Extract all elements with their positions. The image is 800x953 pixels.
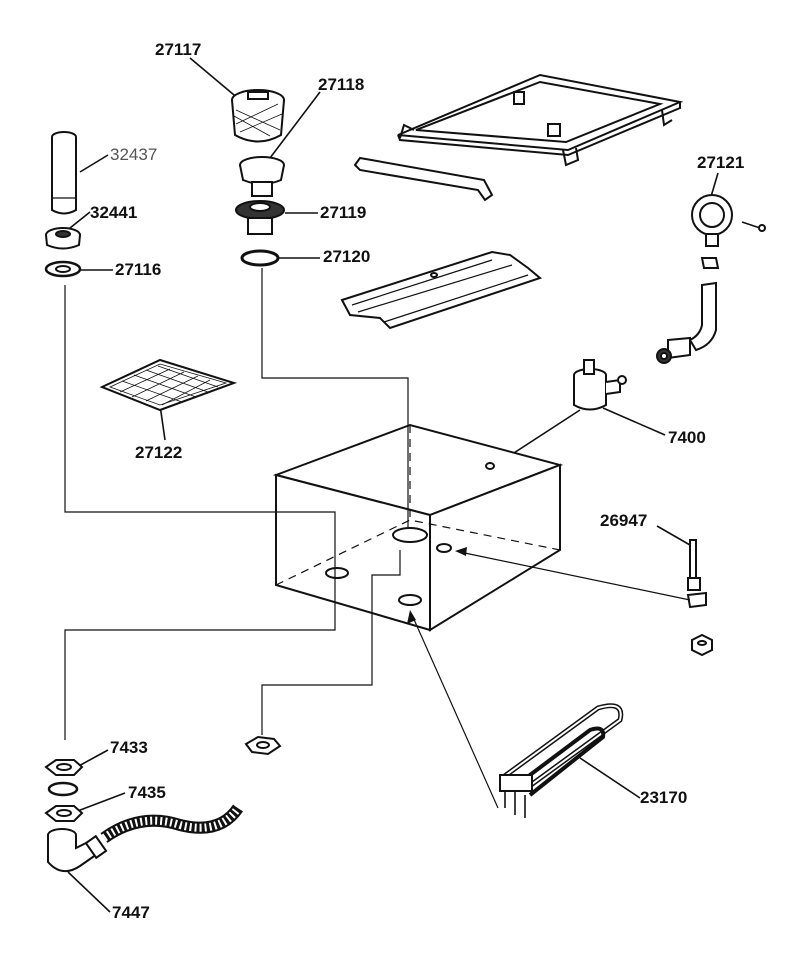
label-27116: 27116: [115, 260, 161, 279]
gauge-27121: [656, 194, 766, 364]
label-27119: 27119: [320, 203, 366, 222]
nut-7433: [44, 759, 84, 776]
nut-bottom: [244, 735, 282, 756]
heating-element-23170: [407, 610, 624, 818]
fitting-27119: [235, 200, 285, 235]
leader-32437: [79, 154, 109, 173]
leader-26947: [656, 525, 691, 546]
leader-27117: [189, 57, 241, 101]
plug-27118: [239, 156, 285, 197]
side-bar: [353, 156, 494, 202]
label-27117: 27117: [155, 40, 201, 59]
tank-box: [272, 423, 564, 632]
label-26947: 26947: [600, 511, 647, 530]
probe-26947: [455, 539, 713, 657]
screen-27122: [99, 358, 238, 412]
channel: [340, 250, 543, 330]
washer-7433: [47, 781, 79, 797]
strainer-cap-27117: [231, 89, 285, 143]
label-27120: 27120: [323, 247, 370, 266]
valve-7400: [496, 359, 627, 465]
label-7433: 7433: [110, 738, 148, 757]
label-7435: 7435: [128, 783, 166, 802]
label-7447: 7447: [112, 903, 150, 922]
leader-7435: [74, 792, 126, 813]
label-32441: 32441: [90, 203, 137, 222]
leader-7447: [67, 871, 111, 913]
leader-27118: [269, 91, 321, 159]
label-27122: 27122: [135, 443, 182, 462]
routing-lines: [64, 268, 409, 740]
nut-7435: [44, 805, 84, 822]
leader-23170: [579, 757, 641, 799]
leader-27122: [159, 404, 166, 441]
label-27121: 27121: [697, 153, 744, 172]
top-frame: [397, 73, 684, 167]
leader-7400: [602, 407, 666, 436]
washer-27116: [44, 260, 82, 278]
label-7400: 7400: [668, 428, 706, 447]
tube-32437: [51, 131, 77, 215]
elbow-7447: [47, 828, 108, 873]
nut-32441: [45, 227, 81, 250]
hose-7447: [100, 804, 243, 843]
label-23170: 23170: [640, 788, 687, 807]
label-27118: 27118: [318, 75, 364, 94]
label-32437: 32437: [110, 145, 157, 164]
oring-27120: [240, 249, 280, 267]
